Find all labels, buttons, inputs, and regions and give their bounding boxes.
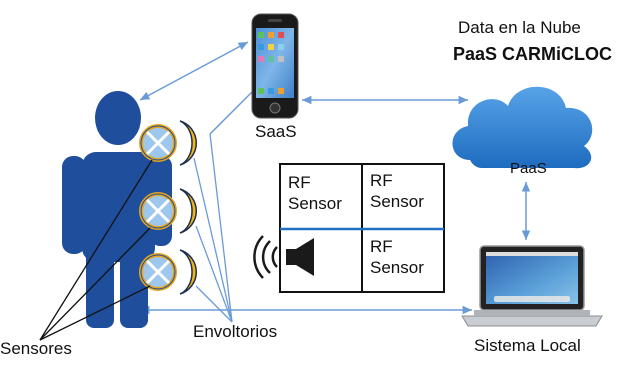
rf-cell-top-right: RF Sensor	[370, 170, 424, 212]
rf-cell-bottom-right: RF Sensor	[370, 236, 424, 278]
cloud-icon	[452, 86, 593, 169]
rf-cell-top-left-line2: Sensor	[288, 194, 342, 213]
wrapper-icon	[179, 249, 197, 295]
laptop-label: Sistema Local	[474, 336, 581, 355]
cloud-title: Data en la Nube	[458, 18, 581, 37]
smartphone-icon	[251, 13, 299, 119]
rf-cell-top-right-line1: RF	[370, 171, 393, 190]
rf-cell-top-left: RF Sensor	[288, 172, 342, 214]
wrappers-label: Envoltorios	[193, 322, 278, 341]
wrapper-pointer-lines	[193, 133, 233, 323]
laptop-icon	[461, 245, 603, 327]
sensor-icon	[139, 124, 177, 162]
sensor-pointer-lines	[39, 159, 153, 341]
rf-cell-bottom-right-line2: Sensor	[370, 258, 424, 277]
speaker-icon	[253, 235, 314, 279]
phone-label: SaaS	[255, 122, 297, 141]
rf-cell-bottom-right-line1: RF	[370, 237, 393, 256]
rf-cell-top-left-line1: RF	[288, 173, 311, 192]
cloud-subtitle: PaaS CARMiCLOC	[453, 44, 613, 64]
sensors-label: Sensores	[0, 339, 72, 358]
sensor-icon	[139, 253, 177, 291]
cloud-label: PaaS	[510, 160, 547, 177]
arrow-phone-person	[139, 41, 249, 101]
rf-cell-top-right-line2: Sensor	[370, 192, 424, 211]
sensor-icon	[139, 192, 177, 230]
wrapper-icon	[179, 120, 197, 166]
sensor-group	[139, 120, 197, 295]
wrapper-icon	[179, 188, 197, 234]
